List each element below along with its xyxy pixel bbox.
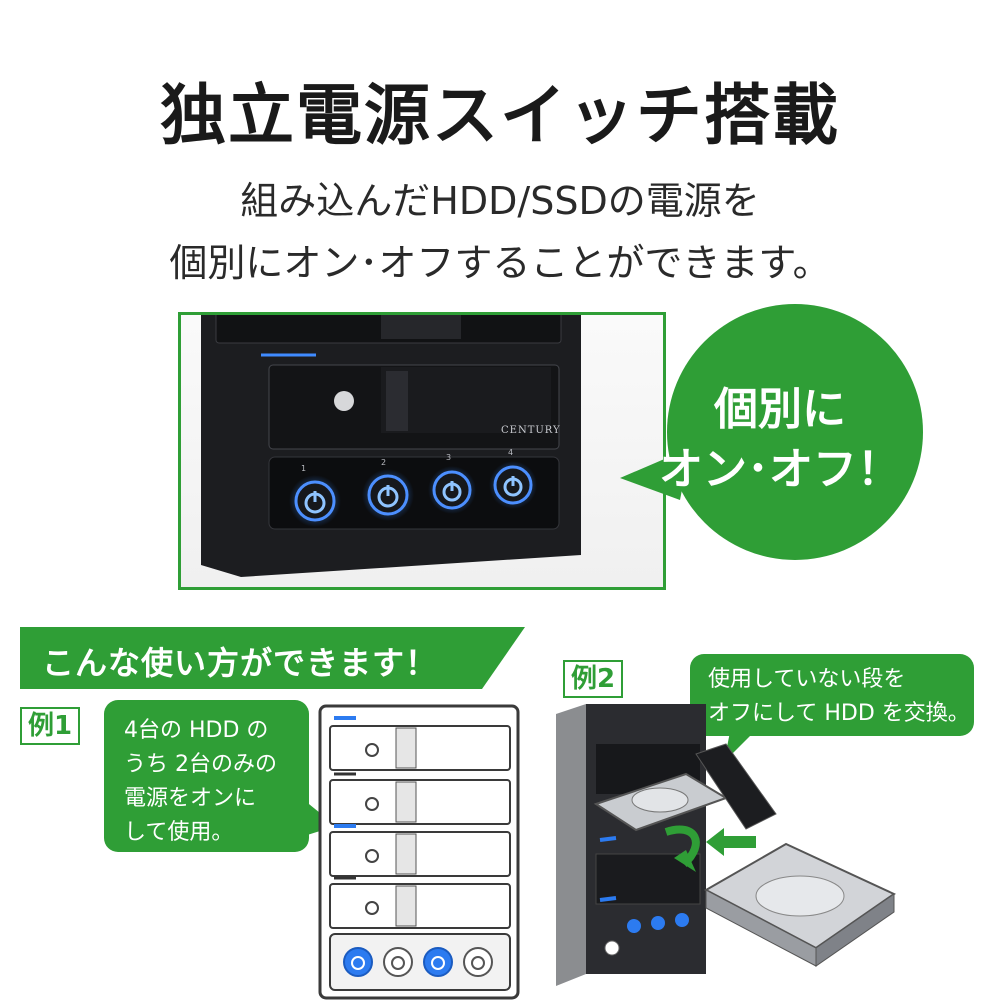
callout-line-2: オン･オフ！ [659,444,901,495]
example-1-enclosure [318,704,520,1000]
bay-3 [329,824,511,877]
power-button-3 [428,466,476,514]
example-2-caption-line: 使用していない段を [708,667,906,692]
usage-banner-text: こんな使い方ができます！ [42,644,439,682]
usage-banner [20,627,525,689]
example-2-caption: 使用していない段を オフにして HDD を交換。 [708,663,970,731]
example-1-caption-line: うち 2台のみの [124,752,277,777]
power-button-2 [383,947,413,977]
example-1-caption-line: 4台の HDD の [124,718,269,743]
callout-line-1: 個別に [714,384,846,435]
product-photo: 1 2 3 4 CENTURY [178,312,666,590]
insert-arrow-icon [706,828,756,856]
bay-number-3: 3 [446,453,451,462]
rotate-arrow-icon [664,825,700,872]
example-2-label: 例2 [563,660,624,698]
example-2-illustration [556,704,896,986]
headline-line-1: 組み込んだHDD/SSDの電源を [240,179,760,223]
callout-bubble [620,304,923,560]
bay-1 [329,716,511,771]
bay-number-1: 1 [301,464,306,473]
enclosure-front-illustration: 1 2 3 4 CENTURY [201,315,581,577]
headline-line-2: 個別にオン･オフすることができます。 [169,241,831,285]
bay-number-4: 4 [508,448,513,457]
power-button-4 [463,947,493,977]
example-1-caption-line: して使用。 [124,820,234,845]
brand-logo: CENTURY [501,425,561,436]
example-2-caption-line: オフにして HDD を交換。 [708,701,970,726]
headline-title: 独立電源スイッチ搭載 [160,77,840,154]
bay-number-2: 2 [381,458,386,467]
power-button-3 [423,947,453,977]
power-button-1 [289,475,341,527]
hard-drive-new [703,842,896,967]
example-1-label: 例1 [20,707,81,745]
bay-2 [329,772,511,825]
power-button-2 [362,469,414,521]
power-button-1 [343,947,373,977]
callout-text: 個別に オン･オフ！ [640,380,920,500]
power-button-4 [489,461,537,509]
example-1-caption: 4台の HDD の うち 2台のみの 電源をオンに して使用。 [124,714,296,850]
example-1-caption-line: 電源をオンに [124,786,257,811]
bay-4 [329,876,511,929]
